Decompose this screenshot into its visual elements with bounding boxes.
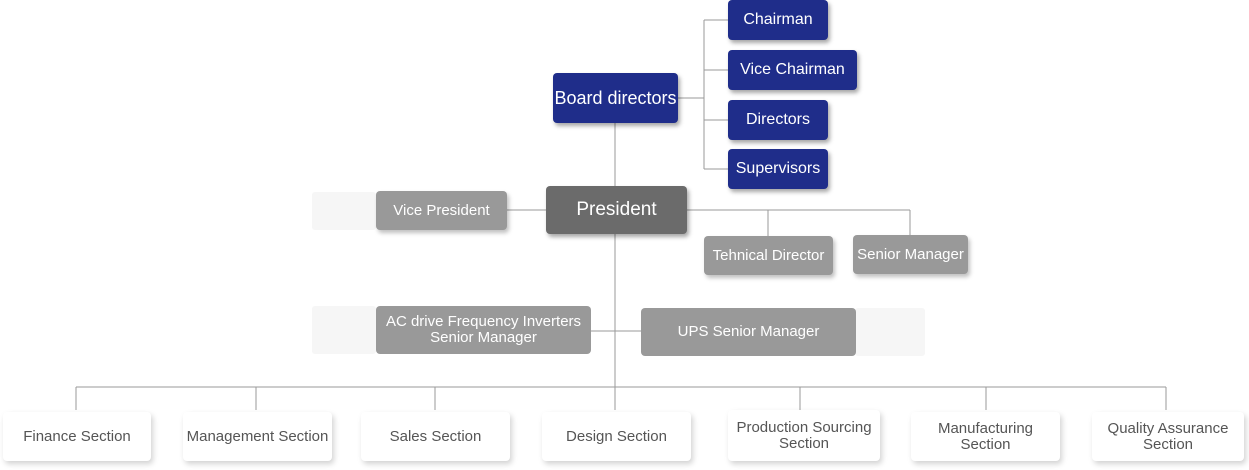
ghost-backdrop: [312, 192, 376, 230]
production-line1: Production Sourcing: [736, 418, 872, 436]
vice-chairman-box: Vice Chairman: [728, 50, 857, 90]
quality-line1: Quality Assurance: [1107, 419, 1229, 437]
ghost-backdrop: [312, 306, 376, 354]
ghost-backdrop: [855, 308, 925, 356]
chairman-box: Chairman: [728, 0, 828, 40]
finance-section-box: Finance Section: [3, 412, 151, 461]
ups-manager-box: UPS Senior Manager: [641, 308, 856, 356]
board-directors-box: Board directors: [553, 73, 678, 123]
design-section-box: Design Section: [542, 412, 691, 461]
sales-section-box: Sales Section: [361, 412, 510, 461]
ac-drive-manager-box: AC drive Frequency Inverters Senior Mana…: [376, 306, 591, 354]
quality-assurance-section-box: Quality Assurance Section: [1092, 412, 1244, 461]
ac-drive-line2: Senior Manager: [430, 329, 537, 346]
senior-manager-box: Senior Manager: [853, 235, 968, 274]
directors-box: Directors: [728, 100, 828, 140]
ac-drive-line1: AC drive Frequency Inverters: [385, 313, 582, 330]
management-section-box: Management Section: [183, 412, 332, 461]
production-line2: Section: [778, 434, 830, 452]
supervisors-box: Supervisors: [728, 149, 828, 189]
vice-president-box: Vice President: [376, 191, 507, 230]
quality-line2: Section: [1142, 435, 1194, 453]
technical-director-box: Tehnical Director: [704, 236, 833, 275]
production-sourcing-section-box: Production Sourcing Section: [728, 410, 880, 461]
president-box: President: [546, 186, 687, 234]
manufacturing-section-box: Manufacturing Section: [911, 412, 1060, 461]
